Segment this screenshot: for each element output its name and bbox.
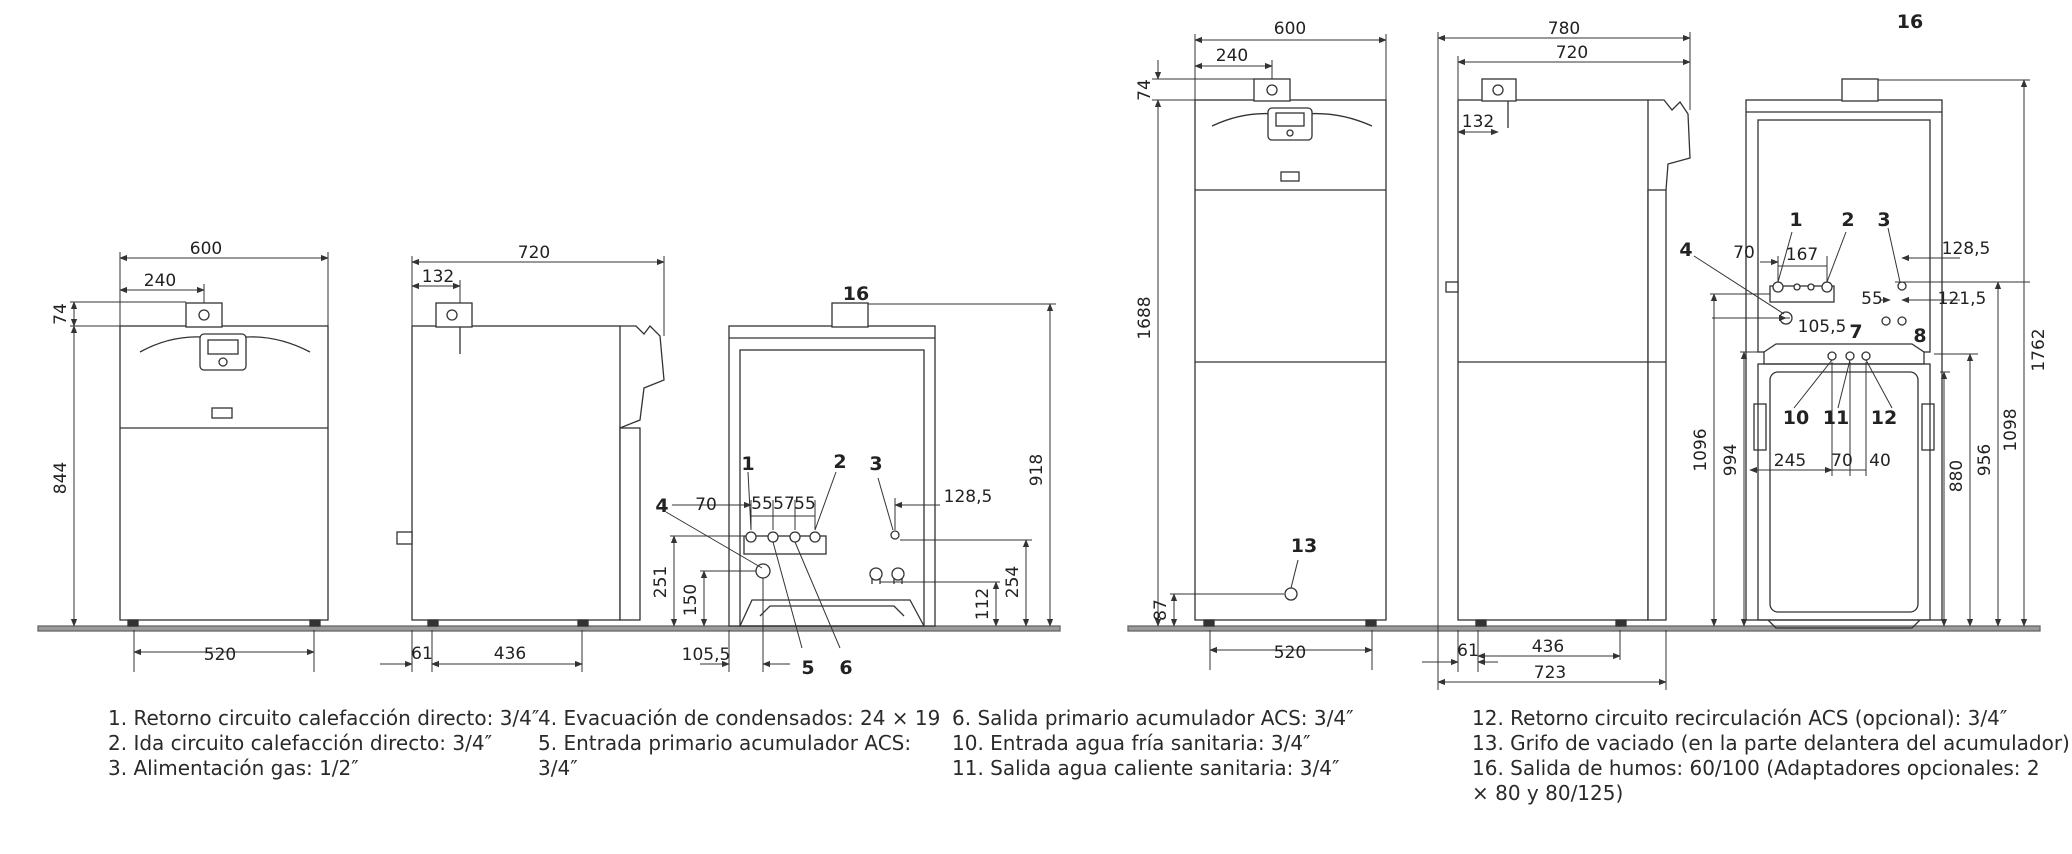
dim-label: 1098	[2001, 408, 2021, 451]
legend-item: 13. Grifo de vaciado (en la parte delant…	[1472, 731, 2070, 755]
dim-label: 132	[422, 267, 454, 287]
dim-label: 720	[518, 243, 550, 263]
dim-label: 240	[144, 271, 176, 291]
dim-label: 55	[1861, 289, 1883, 309]
left-side-view	[396, 302, 665, 627]
dim-label: 720	[1556, 43, 1588, 63]
callout-label: 11	[1823, 407, 1849, 429]
dim-label: 600	[1274, 19, 1306, 39]
legend-item: 2. Ida circuito calefacción directo: 3/4…	[108, 731, 493, 755]
dim-label: 994	[1721, 444, 1741, 476]
dim-label: 105,5	[1798, 317, 1847, 337]
dim-label: 1762	[2029, 328, 2049, 371]
callout-label: 7	[1849, 321, 1862, 343]
dim-label: 70	[1733, 243, 1755, 263]
dim-label: 55	[751, 494, 773, 514]
dim-label: 61	[1457, 641, 1479, 661]
dim-label: 128,5	[1942, 239, 1991, 259]
ground-line-left	[37, 625, 1061, 632]
legend-item: 12. Retorno circuito recirculación ACS (…	[1472, 706, 2008, 730]
callout-label: 16	[843, 283, 869, 305]
dim-label: 87	[1151, 599, 1171, 621]
dim-label: 520	[204, 645, 236, 665]
dim-label: 40	[1869, 451, 1891, 471]
dim-label: 436	[1532, 637, 1564, 657]
dim-label: 1096	[1691, 428, 1711, 471]
dim-label: 251	[651, 566, 671, 598]
right-front-view	[1194, 78, 1387, 627]
callout-label: 16	[1897, 11, 1923, 33]
dim-label: 245	[1774, 451, 1806, 471]
dim-label: 70	[1831, 451, 1853, 471]
callout-label: 3	[869, 453, 882, 475]
legend-item: 3. Alimentación gas: 1/2″	[108, 756, 359, 780]
dim-label: 600	[190, 239, 222, 259]
legend-item: 6. Salida primario acumulador ACS: 3/4″	[952, 706, 1354, 730]
callout-label: 2	[1841, 209, 1854, 231]
dim-label: 57	[773, 494, 795, 514]
dim-label: 74	[51, 303, 71, 325]
callout-label: 12	[1871, 407, 1897, 429]
dim-label: 150	[681, 584, 701, 616]
dim-label: 70	[695, 495, 717, 515]
left-rear-view	[728, 302, 936, 627]
dim-label: 956	[1975, 444, 1995, 476]
dim-label: 105,5	[682, 645, 731, 665]
callout-label: 4	[655, 495, 668, 517]
legend-item: 16. Salida de humos: 60/100 (Adaptadores…	[1472, 756, 2040, 805]
dim-label: 880	[1947, 460, 1967, 492]
legend-column-4: 12. Retorno circuito recirculación ACS (…	[1472, 706, 2070, 806]
ground-line-right	[1127, 625, 2041, 632]
dim-label: 167	[1786, 245, 1818, 265]
dim-label: 1688	[1135, 296, 1155, 339]
legend-column-3: 6. Salida primario acumulador ACS: 3/4″ …	[952, 706, 1432, 781]
left-front-view	[119, 302, 329, 627]
callout-label: 8	[1913, 325, 1926, 347]
dim-label: 844	[51, 462, 71, 494]
dim-label: 240	[1216, 46, 1248, 66]
right-side-view	[1445, 78, 1691, 627]
legend-item: 4. Evacuación de condensados: 24 × 19	[538, 706, 941, 730]
legend-column-1: 1. Retorno circuito calefacción directo:…	[108, 706, 540, 781]
dim-label: 112	[973, 588, 993, 620]
dim-label: 61	[411, 644, 433, 664]
dim-label: 128,5	[944, 487, 993, 507]
dim-label: 436	[494, 644, 526, 664]
dim-label: 780	[1548, 19, 1580, 39]
technical-drawing: 600 240 74 844 520 720 132 61 436 16 918…	[37, 11, 2049, 690]
dim-label: 254	[1003, 566, 1023, 598]
legend-item: 10. Entrada agua fría sanitaria: 3/4″	[952, 731, 1311, 755]
dim-label: 55	[794, 494, 816, 514]
dim-label: 520	[1274, 643, 1306, 663]
legend-item: 1. Retorno circuito calefacción directo:…	[108, 706, 540, 730]
callout-label: 5	[801, 657, 814, 679]
legend-item: 5. Entrada primario acumulador ACS: 3/4″	[538, 731, 912, 780]
dim-label: 132	[1462, 112, 1494, 132]
callout-label: 4	[1679, 239, 1692, 261]
callout-label: 6	[839, 657, 852, 679]
legend-item: 11. Salida agua caliente sanitaria: 3/4″	[952, 756, 1340, 780]
dim-label: 121,5	[1938, 289, 1987, 309]
dim-label: 918	[1027, 454, 1047, 486]
right-rear-view	[1745, 78, 1943, 629]
callout-label: 13	[1291, 535, 1317, 557]
callout-label: 1	[741, 453, 754, 475]
callout-label: 1	[1789, 209, 1802, 231]
dim-label: 74	[1135, 79, 1155, 101]
callout-label: 10	[1783, 407, 1809, 429]
legend-column-2: 4. Evacuación de condensados: 24 × 19 5.…	[538, 706, 941, 781]
callout-label: 2	[833, 451, 846, 473]
callout-label: 3	[1877, 209, 1890, 231]
dim-label: 723	[1534, 663, 1566, 683]
